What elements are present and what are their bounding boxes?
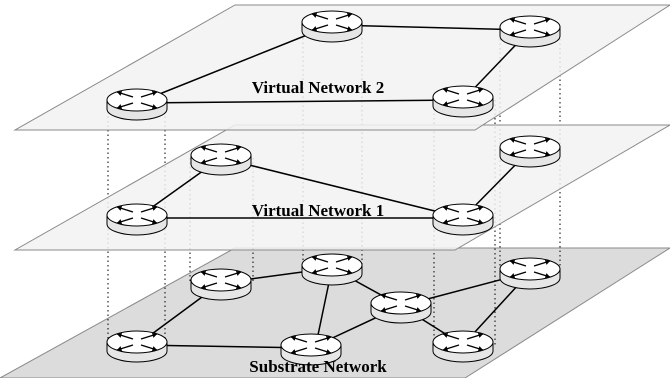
vn2-link xyxy=(136,99,464,104)
router-icon xyxy=(190,268,252,301)
virtual-network-1-label: Virtual Network 1 xyxy=(252,201,385,220)
router-icon xyxy=(106,330,168,363)
vn1-link xyxy=(220,157,464,219)
vn2-link xyxy=(331,24,531,31)
router-nodes xyxy=(106,10,561,366)
router-icon xyxy=(432,330,494,363)
router-icon xyxy=(370,291,432,324)
router-icon xyxy=(301,253,363,286)
virtual-network-2-label: Virtual Network 2 xyxy=(252,78,385,97)
router-icon xyxy=(280,333,342,366)
vn2-link xyxy=(136,24,333,104)
substrate-network-label: Substrate Network xyxy=(249,357,387,376)
router-icon xyxy=(432,203,494,236)
router-icon xyxy=(106,203,168,236)
router-icon xyxy=(499,15,561,48)
router-icon xyxy=(499,257,561,290)
router-icon xyxy=(432,85,494,118)
router-icon xyxy=(106,88,168,121)
router-icon xyxy=(301,10,363,43)
router-icon xyxy=(499,135,561,168)
router-icon xyxy=(190,143,252,176)
